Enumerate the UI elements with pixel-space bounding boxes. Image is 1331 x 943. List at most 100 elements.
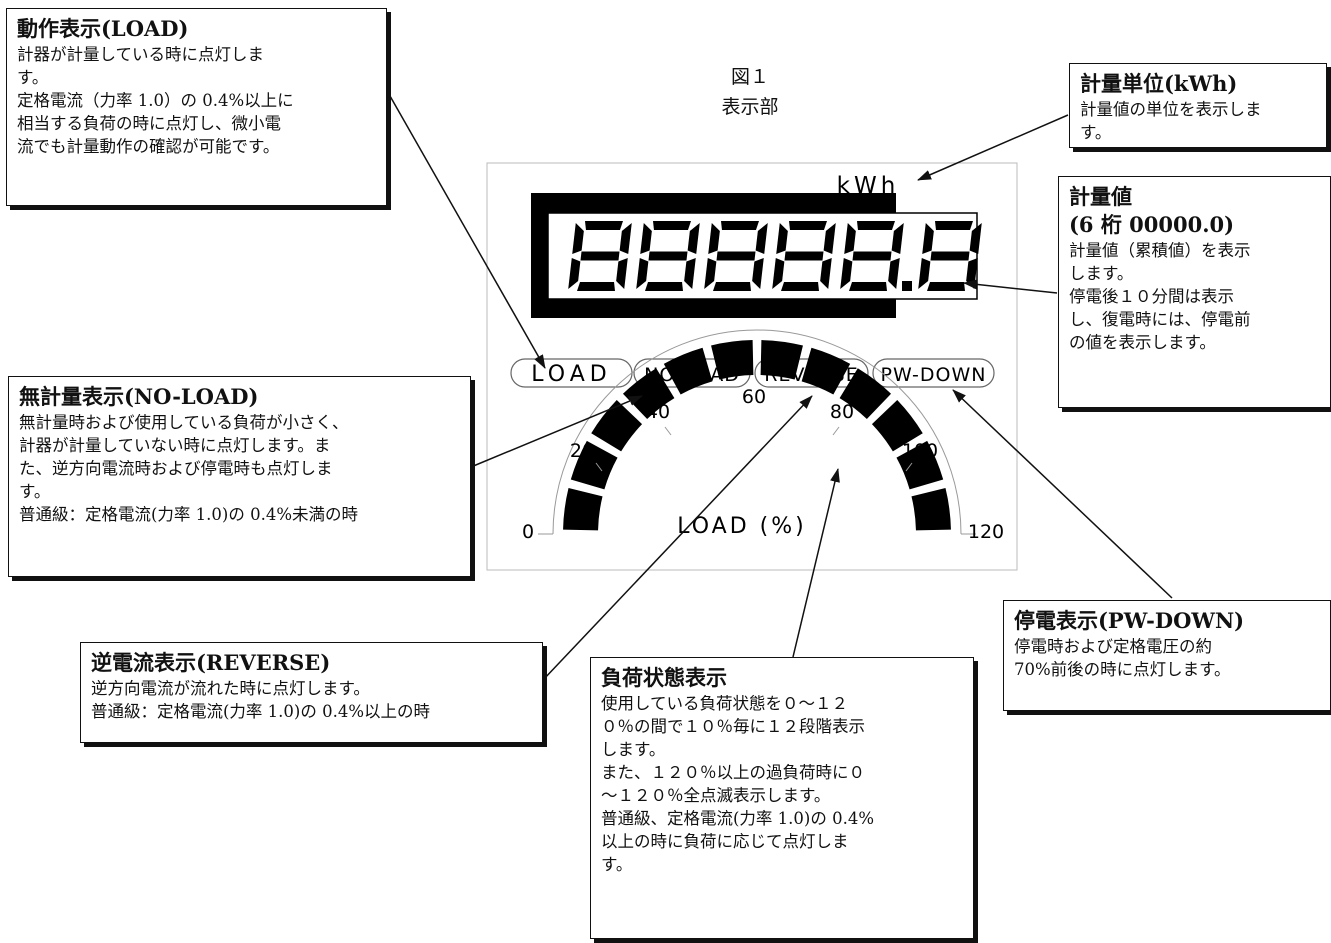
callout-noload: 無計量表示(NO-LOAD) 無計量時および使用している負荷が小さく、 計器が計…: [8, 376, 471, 577]
scale-label: 120: [968, 521, 1004, 543]
callout-value-line: し、復電時には、停電前: [1069, 310, 1251, 329]
digit-segment: [820, 258, 832, 289]
callout-reverse-line: 普通級：定格電流(力率 1.0)の 0.4%以上の時: [91, 702, 431, 721]
callout-load-line: 相当する負荷の時に点灯し、微小電: [17, 114, 281, 133]
digit-segment: [704, 258, 717, 289]
figure-title: 表示部: [721, 96, 779, 118]
digit-segment: [687, 223, 700, 254]
bar-segment: [871, 399, 923, 452]
digit-segment: [721, 221, 759, 230]
callout-load: 動作表示(LOAD) 計器が計量している時に点灯しま す。 定格電流（力率 1.…: [6, 8, 387, 206]
callout-value: 計量値 (6 桁 00000.0) 計量値（累積値）を表示 します。 停電後１０…: [1058, 176, 1331, 408]
digit-segment: [684, 258, 696, 289]
figure-number: 図１: [730, 66, 769, 88]
callout-reverse-title: 逆電流表示(REVERSE): [91, 650, 331, 675]
digit-segment: [708, 223, 720, 254]
digit-segment: [840, 258, 853, 289]
arrow-noload: [470, 395, 643, 468]
callout-load-title: 動作表示(LOAD): [17, 16, 189, 41]
bar-segment: [622, 368, 675, 420]
bar-segment: [839, 368, 892, 420]
scale-label: 80: [830, 401, 854, 423]
digit-segment: [844, 223, 856, 254]
callout-reverse-line: 逆方向電流が流れた時に点灯します。: [91, 679, 370, 698]
callout-loadstate-title: 負荷状態表示: [601, 665, 727, 690]
digit-segment: [636, 258, 649, 289]
callout-noload-line: た、逆方向電流時および停電時も点灯しま: [19, 459, 333, 478]
digit-segment: [640, 223, 652, 254]
callout-unit-title: 計量単位(kWh): [1080, 71, 1238, 96]
bar-segment: [760, 340, 803, 380]
arrow-load: [389, 95, 546, 369]
arrow-loadstate: [792, 468, 840, 658]
digit-segment: [580, 251, 620, 261]
arrow-pwdown: [952, 389, 1173, 599]
scale-label: 60: [742, 386, 766, 408]
callout-loadstate-line: します。: [601, 740, 666, 759]
digit-segment: [852, 251, 892, 261]
scale-tick: [595, 462, 603, 472]
callout-value-line: します。: [1069, 264, 1134, 283]
bar-graph-arc: [552, 329, 962, 535]
scale-label: 20: [570, 440, 594, 462]
callout-pwdown: 停電表示(PW-DOWN) 停電時および定格電圧の約 70%前後の時に点灯します…: [1003, 600, 1331, 711]
display-panel: [486, 162, 1018, 571]
callout-reverse: 逆電流表示(REVERSE) 逆方向電流が流れた時に点灯します。 普通級：定格電…: [80, 642, 543, 743]
callout-pwdown-title: 停電表示(PW-DOWN): [1014, 608, 1245, 633]
callout-value-line: 計量値（累積値）を表示: [1069, 241, 1251, 260]
bar-segment: [570, 440, 618, 490]
bar-segment: [911, 488, 951, 531]
callout-load-line: す。: [17, 68, 49, 87]
digit-segment: [645, 282, 683, 291]
digit-segment: [918, 258, 931, 289]
decimal-point-segment: [902, 281, 912, 291]
callout-loadstate-line: 普通級、定格電流(力率 1.0)の 0.4%: [601, 809, 875, 828]
digit-segment: [755, 223, 768, 254]
bar-graph-label: LOAD (%): [677, 514, 806, 539]
callout-pwdown-line: 停電時および定格電圧の約: [1014, 637, 1212, 656]
callout-unit: 計量単位(kWh) 計量値の単位を表示しま す。: [1069, 63, 1327, 148]
digit-segment: [784, 251, 824, 261]
digit-segment: [585, 221, 623, 230]
bar-segment: [711, 340, 754, 380]
scale-tick: [905, 462, 913, 472]
figure-caption: 図１ 表示部: [660, 62, 840, 122]
digit-segment: [776, 223, 788, 254]
callout-arrows: [389, 95, 1173, 681]
arrow-value: [963, 279, 1058, 294]
callout-noload-line: 無計量時および使用している負荷が小さく、: [19, 413, 349, 432]
digit-segment: [616, 258, 628, 289]
callout-load-line: 計器が計量している時に点灯しま: [17, 45, 265, 64]
callout-value-title: 計量値: [1069, 184, 1132, 209]
callout-unit-line: す。: [1080, 123, 1112, 142]
bar-segment: [801, 347, 851, 395]
digit-segment: [716, 251, 756, 261]
digit-segment: [969, 223, 982, 254]
digit-segment: [568, 258, 581, 289]
digit-segment: [789, 221, 827, 230]
indicator-pw-down-frame: [872, 358, 995, 388]
bar-segment: [563, 488, 603, 531]
scale-tick: [832, 426, 840, 436]
callout-unit-line: 計量値の単位を表示しま: [1080, 100, 1262, 119]
scale-label: 0: [522, 521, 534, 543]
callout-loadstate-line: 以上の時に負荷に応じて点灯しま: [601, 832, 849, 851]
digit-readout: [568, 221, 982, 291]
digit-segment: [619, 223, 632, 254]
scale-label: 100: [902, 440, 938, 462]
digit-segment: [930, 251, 970, 261]
bar-segment: [896, 440, 944, 490]
digit-segment: [713, 282, 751, 291]
callout-value-line: 停電後１０分間は表示: [1069, 287, 1234, 306]
digit-segment: [857, 221, 895, 230]
digit-segment: [577, 282, 615, 291]
callout-loadstate: 負荷状態表示 使用している負荷状態を０～１２ ０％の間で１０％毎に１２段階表示 …: [590, 657, 974, 939]
callout-noload-title: 無計量表示(NO-LOAD): [19, 384, 259, 409]
callout-noload-line: 計器が計量していない時に点灯します。ま: [19, 436, 331, 455]
arrow-unit: [917, 114, 1069, 181]
digit-segment: [891, 223, 904, 254]
digit-segment: [772, 258, 785, 289]
callout-noload-line: す。: [19, 482, 51, 501]
